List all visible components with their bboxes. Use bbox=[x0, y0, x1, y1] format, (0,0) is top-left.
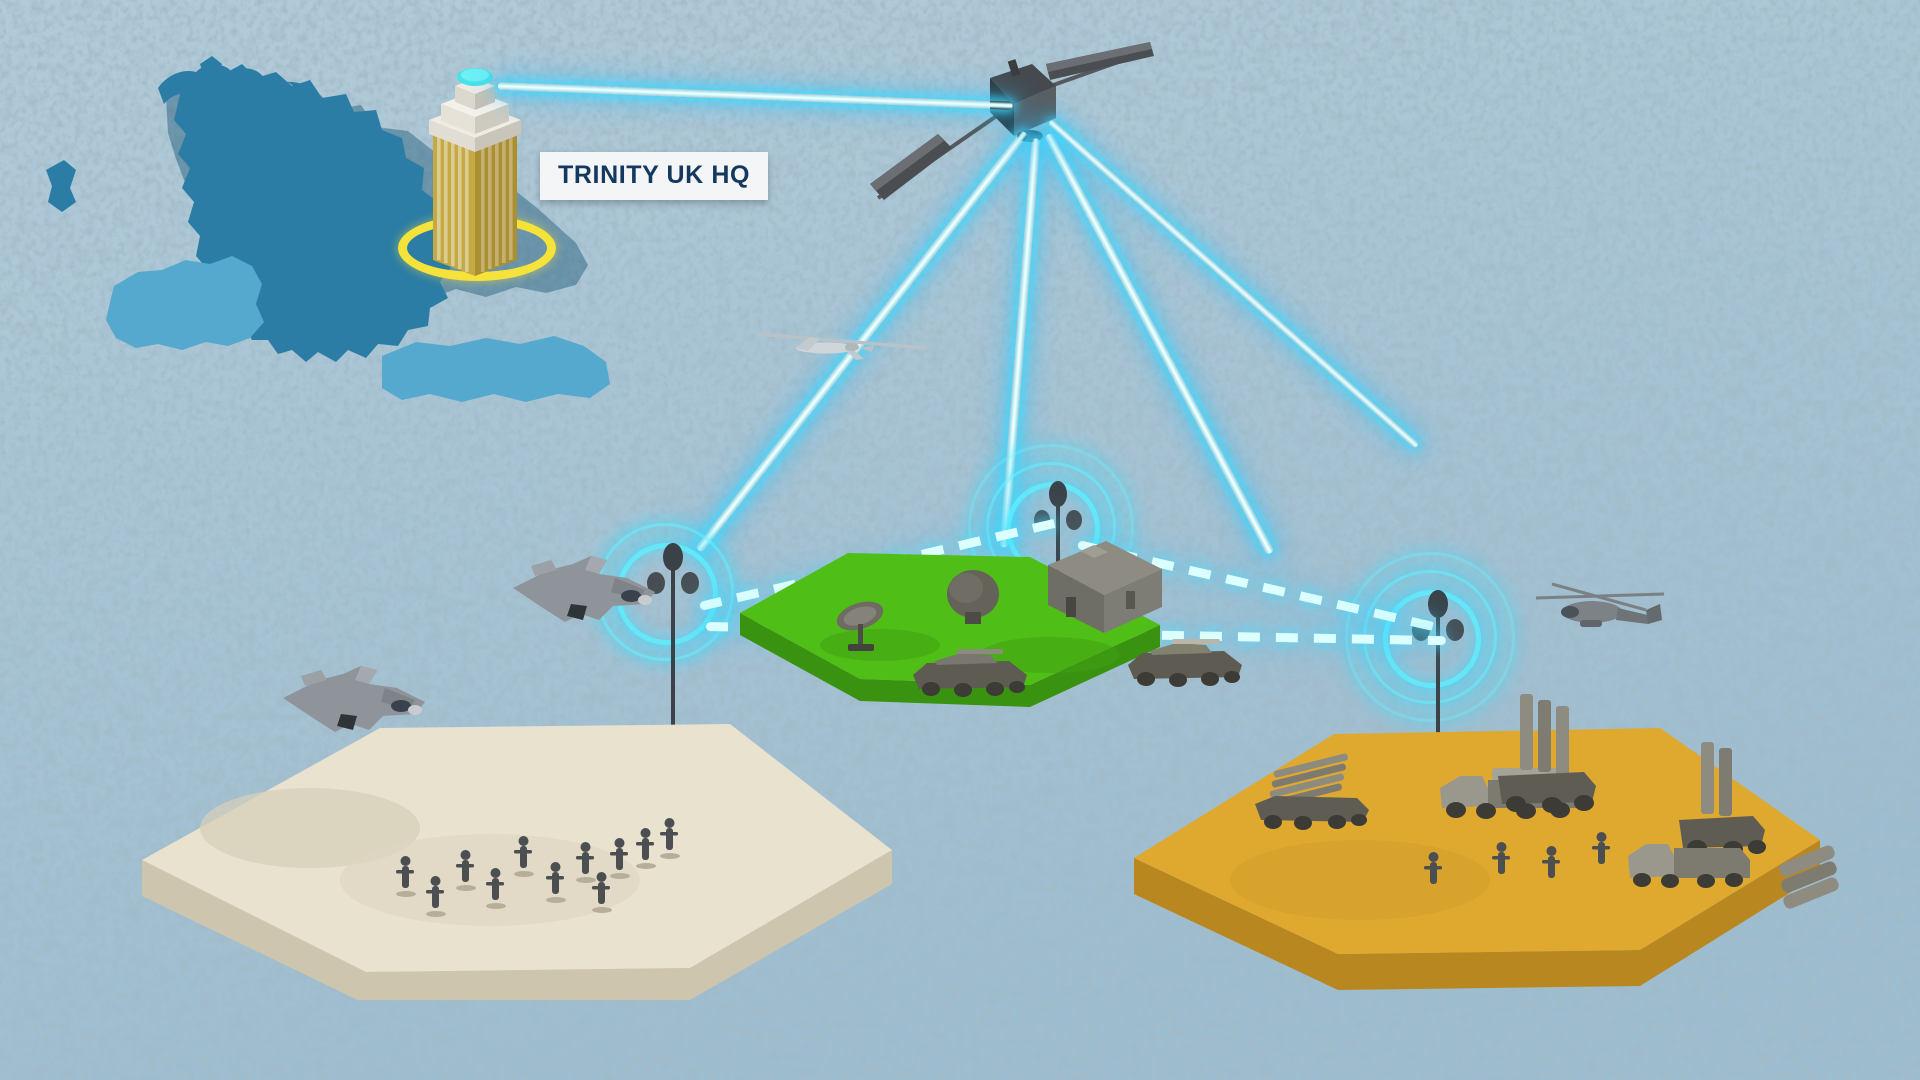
map-continent-sliver bbox=[382, 336, 610, 402]
soldier bbox=[592, 872, 612, 913]
radar-dome bbox=[947, 570, 999, 624]
desert-hex-side bbox=[1134, 840, 1820, 990]
soldier bbox=[660, 818, 680, 859]
merlin-helicopter bbox=[1535, 582, 1665, 627]
tower-body-right bbox=[475, 130, 517, 276]
soldier bbox=[546, 862, 566, 903]
soldier bbox=[636, 828, 656, 869]
vertical-missile-battery-left bbox=[1498, 694, 1596, 813]
soldier bbox=[576, 842, 596, 883]
soldier bbox=[1592, 832, 1610, 864]
soldier bbox=[486, 868, 506, 909]
map-orkney bbox=[176, 72, 202, 92]
soldier bbox=[426, 876, 446, 917]
soldier bbox=[610, 838, 630, 879]
soldier bbox=[514, 836, 534, 877]
reconnaissance-drone bbox=[757, 332, 927, 360]
hq-label: TRINITY UK HQ bbox=[540, 152, 769, 200]
missile-launcher-vehicle bbox=[1255, 753, 1369, 830]
missile-canister-stack bbox=[1779, 845, 1839, 909]
satellite-downlink-beam-4 bbox=[1047, 118, 1420, 449]
beach-hex-side bbox=[142, 850, 892, 1000]
satellite-solar-panel-left bbox=[870, 134, 952, 200]
radar-dish bbox=[836, 601, 884, 651]
green-hex-side bbox=[740, 613, 1160, 707]
compound-building bbox=[1048, 541, 1162, 633]
soldier bbox=[1492, 842, 1510, 874]
vertical-missile-battery-right bbox=[1679, 742, 1766, 857]
satellite-body bbox=[990, 64, 1056, 104]
soldier bbox=[1542, 846, 1560, 878]
support-truck bbox=[1628, 844, 1750, 888]
armoured-vehicle-left bbox=[913, 649, 1027, 697]
soldier bbox=[1424, 852, 1442, 884]
map-outer-hebrides bbox=[46, 160, 76, 212]
f35-fighter-lower bbox=[283, 666, 425, 732]
desert-infantry-group bbox=[1424, 832, 1610, 884]
beach-landing-zone bbox=[142, 724, 892, 1000]
united-kingdom-ireland-map bbox=[46, 56, 610, 402]
armoured-vehicle-right bbox=[1128, 639, 1242, 687]
launcher-tubes bbox=[1267, 753, 1348, 808]
soldier bbox=[456, 850, 476, 891]
trinity-uk-headquarters-tower bbox=[429, 68, 521, 276]
infantry-squad bbox=[396, 818, 680, 917]
f35-fighter-upper bbox=[513, 556, 655, 622]
soldier bbox=[396, 856, 416, 897]
map-ireland bbox=[106, 256, 264, 350]
map-shetland bbox=[200, 56, 222, 76]
